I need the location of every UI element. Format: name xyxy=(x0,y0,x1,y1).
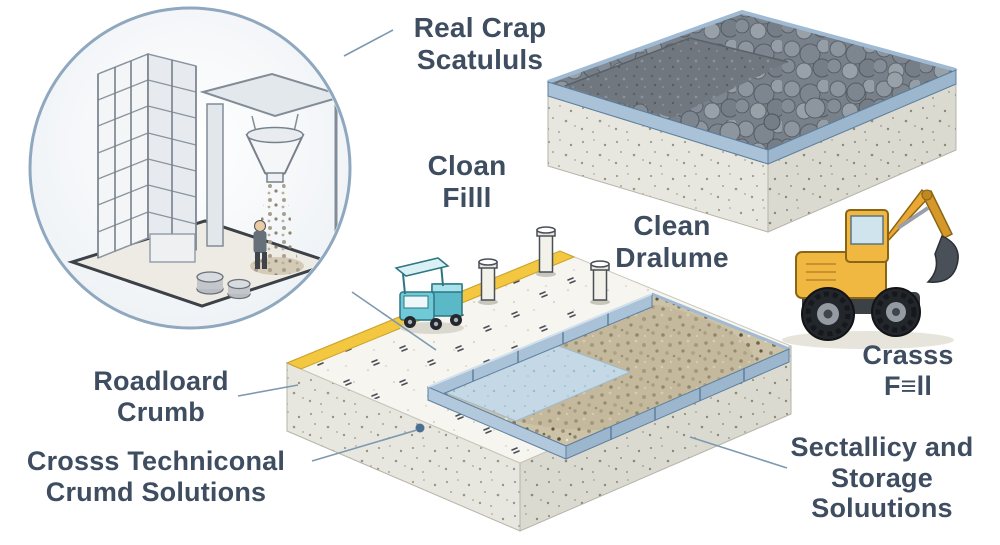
cab-window xyxy=(850,215,884,245)
label-line: Roadloard xyxy=(93,366,229,396)
label-line: Real Crap xyxy=(413,12,547,43)
wall-top-highlight xyxy=(427,293,653,388)
aggregate-bin xyxy=(426,292,791,460)
construction-platform xyxy=(285,226,793,532)
cart-canopy xyxy=(394,257,450,277)
label-line: Crumd Solutions xyxy=(45,476,267,507)
label-line: Soluutions xyxy=(811,493,953,523)
label-line: Crasss xyxy=(862,340,954,370)
label-line: Dralume xyxy=(615,241,729,273)
survey-stakes xyxy=(296,258,646,458)
storage-cylinders xyxy=(196,271,251,300)
bin-rim-far xyxy=(651,292,790,351)
utility-cart-illustration xyxy=(394,257,464,334)
connector-sectallicy xyxy=(689,436,788,469)
hydraulic-cylinder xyxy=(896,206,930,230)
label-roadloard-crumb: Roadloard Crumb xyxy=(93,366,228,427)
label-line: F≡ll xyxy=(883,370,933,401)
gravel-storage-platform xyxy=(546,9,958,233)
label-cloan-fill: Cloan Filll xyxy=(428,150,507,213)
rim-wall-right xyxy=(767,69,957,165)
bin-wall-front-right xyxy=(565,348,790,460)
wall-posts xyxy=(472,313,745,440)
label-line: Clean xyxy=(633,210,711,241)
excavator-illustration xyxy=(782,188,959,349)
frame-structure xyxy=(97,53,197,263)
concrete-pillars xyxy=(478,226,610,305)
label-line: Scatululs xyxy=(416,43,544,75)
label-line: Filll xyxy=(442,181,492,213)
label-crasss-fill: Crasss F≡ll xyxy=(862,340,953,401)
point-marker xyxy=(415,423,425,433)
label-line: Storage xyxy=(831,462,933,493)
connector-lines xyxy=(237,29,788,469)
label-sectallicy-storage: Sectallicy and Storage Soluutions xyxy=(791,432,974,524)
label-crosss-techniconal: Crosss Techniconal Crumd Solutions xyxy=(27,446,285,507)
batch-plant-illustration xyxy=(28,6,352,330)
connector-cart xyxy=(351,291,437,351)
label-line: Sectallicy and xyxy=(790,432,974,462)
connector-roadloard xyxy=(237,384,299,397)
label-line: Crumb xyxy=(117,396,205,427)
label-clean-dralume: Clean Dralume xyxy=(615,210,728,273)
connector-crosss xyxy=(311,429,418,462)
connector-real-crap xyxy=(343,29,394,57)
label-line: Cloan xyxy=(427,150,507,181)
label-line: Crosss Techniconal xyxy=(26,446,286,476)
label-real-crap: Real Crap Scatululs xyxy=(414,12,547,75)
worker-figure xyxy=(253,220,267,269)
hopper-canopy xyxy=(199,72,348,260)
rim-back xyxy=(547,9,957,84)
excavator-bucket-icon xyxy=(926,234,959,283)
